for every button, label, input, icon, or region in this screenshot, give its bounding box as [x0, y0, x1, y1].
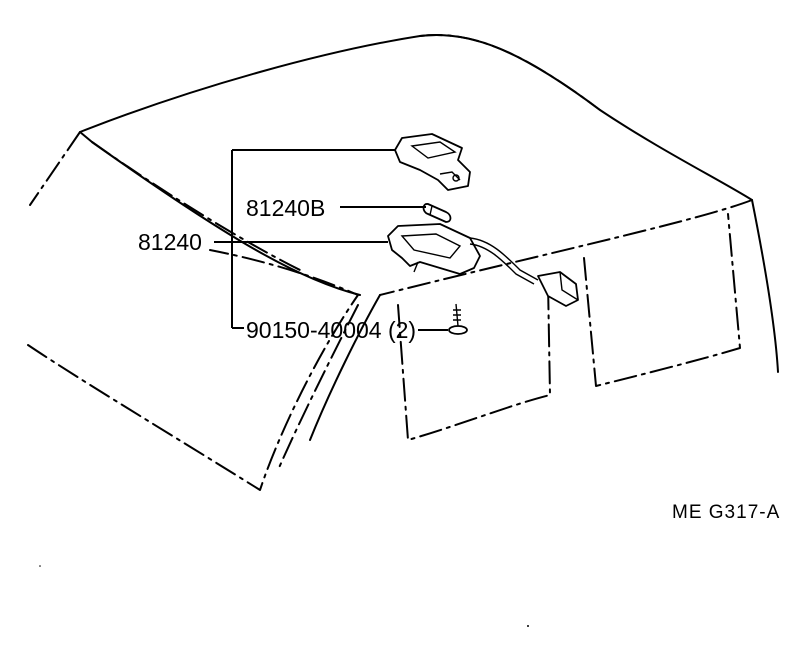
vehicle-roof-outline	[29, 34, 779, 471]
bulb-part	[422, 203, 452, 223]
callout-part-assembly: 81240	[138, 229, 202, 255]
callout-bulb: 81240B	[246, 195, 325, 221]
screw-part	[448, 303, 468, 335]
rear-window-outline	[397, 213, 741, 441]
side-window-outline	[27, 249, 359, 491]
figure-code: ME G317-A	[672, 502, 780, 523]
lamp-assembly-part	[387, 223, 579, 307]
leader-lines	[214, 149, 448, 331]
stray-dot	[39, 565, 41, 567]
stray-dot	[527, 625, 529, 627]
bracket-part	[394, 133, 471, 191]
callout-screw: 90150-40004 (2)	[246, 317, 416, 343]
